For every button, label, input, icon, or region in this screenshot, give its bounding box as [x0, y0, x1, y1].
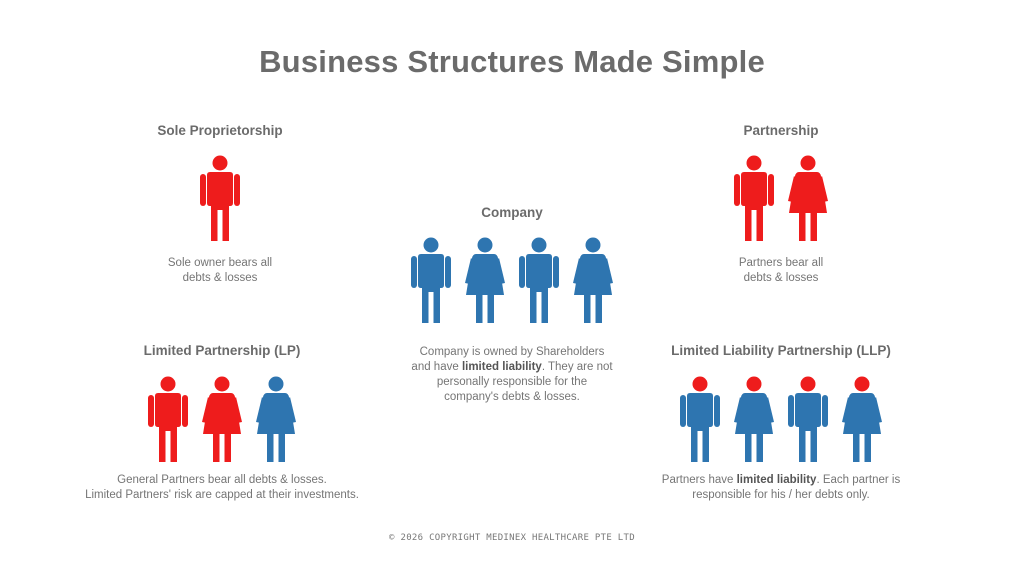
female-figure-icon: [788, 155, 828, 241]
figure-row: [402, 237, 622, 325]
desc-line: and have limited liability. They are not: [382, 360, 642, 375]
female-figure-icon: [202, 376, 242, 462]
sole-proprietorship-figures: [180, 155, 260, 243]
desc-line: company's debts & losses.: [444, 391, 580, 403]
partnership-description: Partners bear all debts & losses: [681, 256, 881, 286]
desc-text: Partners have: [661, 474, 737, 486]
company-figures: [402, 237, 622, 325]
lp-figures: [137, 376, 307, 464]
figure-row: [180, 155, 260, 243]
desc-text: and have: [411, 361, 462, 373]
female-figure-icon: [842, 376, 882, 462]
copyright-notice: © 2026 COPYRIGHT MEDINEX HEALTHCARE PTE …: [389, 533, 635, 543]
desc-line: debts & losses: [743, 272, 819, 284]
company-heading: Company: [481, 205, 543, 220]
desc-line: Limited Partners' risk are capped at the…: [85, 489, 359, 501]
female-figure-icon: [256, 376, 296, 462]
llp-figures: [671, 376, 891, 464]
male-figure-icon: [680, 376, 720, 462]
female-figure-icon: [573, 237, 613, 323]
figure-row: [137, 376, 307, 464]
desc-line: Partners bear all: [738, 257, 824, 269]
desc-text: . Each partner is: [816, 474, 901, 486]
llp-description: Partners have limited liability. Each pa…: [621, 473, 941, 503]
desc-line: General Partners bear all debts & losses…: [117, 474, 327, 486]
male-figure-icon: [411, 237, 451, 323]
llp-heading: Limited Liability Partnership (LLP): [671, 343, 891, 358]
desc-line: personally responsible for the: [436, 376, 588, 388]
male-figure-icon: [519, 237, 559, 323]
limited-liability-emphasis: limited liability: [461, 361, 542, 373]
male-figure-icon: [734, 155, 774, 241]
sole-proprietorship-heading: Sole Proprietorship: [157, 123, 283, 138]
figure-row: [711, 155, 851, 243]
sole-proprietorship-description: Sole owner bears all debts & losses: [120, 256, 320, 286]
limited-liability-emphasis: limited liability: [736, 474, 817, 486]
desc-line: debts & losses: [182, 272, 258, 284]
male-figure-icon: [788, 376, 828, 462]
desc-text: . They are not: [541, 361, 613, 373]
female-figure-icon: [734, 376, 774, 462]
male-figure-icon: [148, 376, 188, 462]
desc-line: responsible for his / her debts only.: [692, 489, 870, 501]
desc-line: Sole owner bears all: [167, 257, 273, 269]
page-title: Business Structures Made Simple: [259, 44, 765, 79]
desc-line: Company is owned by Shareholders: [419, 346, 605, 358]
figure-row: [671, 376, 891, 464]
female-figure-icon: [465, 237, 505, 323]
desc-line: Partners have limited liability. Each pa…: [621, 473, 941, 488]
male-figure-icon: [200, 155, 240, 241]
lp-heading: Limited Partnership (LP): [143, 343, 301, 358]
company-description: Company is owned by Shareholders and hav…: [382, 345, 642, 405]
partnership-figures: [711, 155, 851, 243]
lp-description: General Partners bear all debts & losses…: [52, 473, 392, 503]
partnership-heading: Partnership: [743, 123, 819, 138]
